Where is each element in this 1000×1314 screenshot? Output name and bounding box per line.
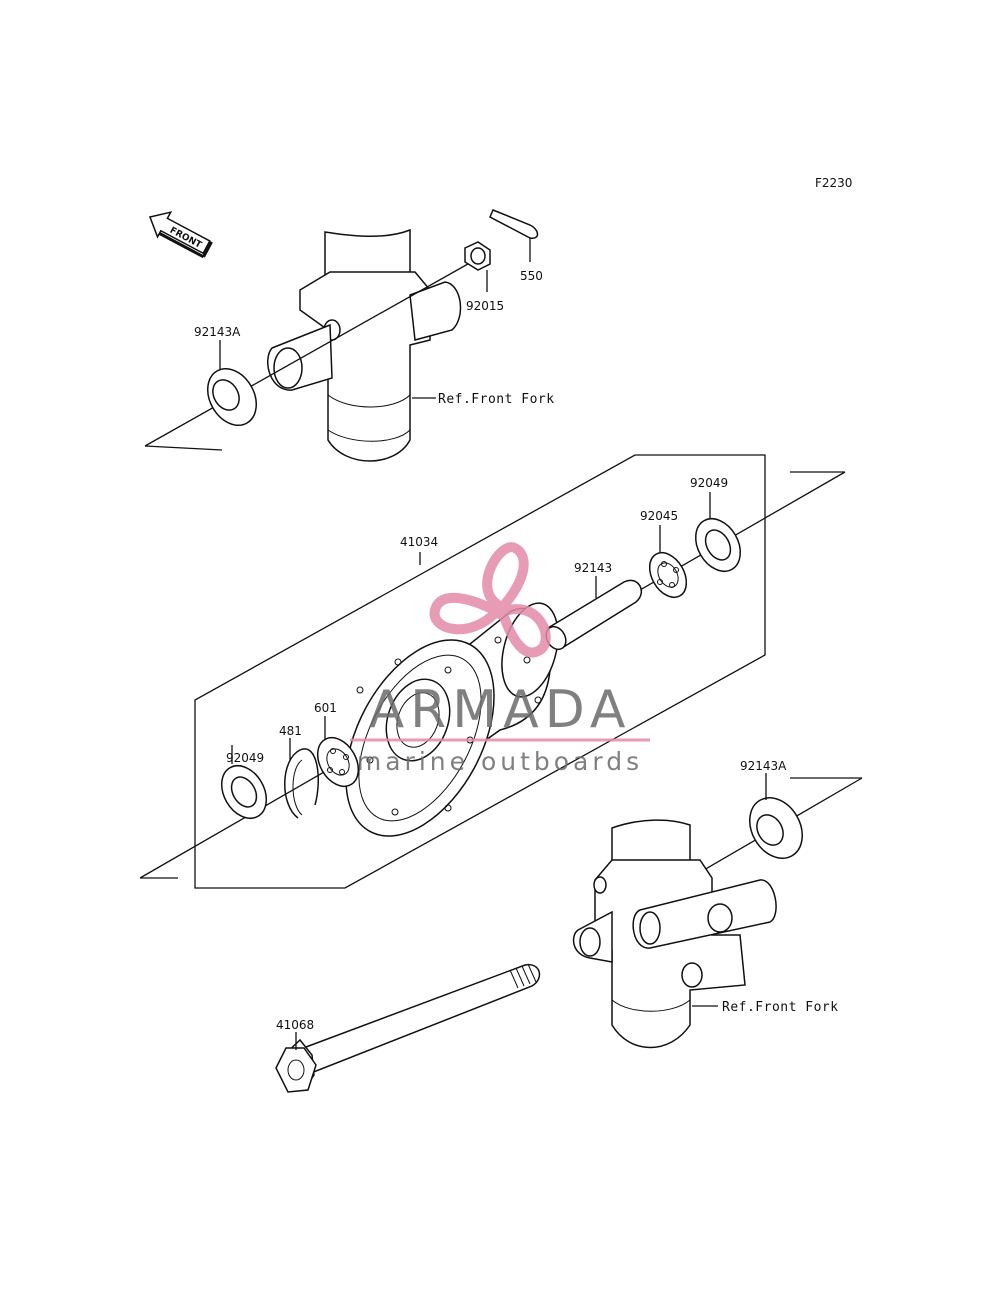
label-92045: 92045 — [640, 509, 678, 523]
ref-front-fork-lower: Ref.Front Fork — [722, 1000, 839, 1015]
label-550: 550 — [520, 269, 543, 283]
watermark-tagline: marine outboards — [357, 747, 643, 776]
label-601: 601 — [314, 701, 337, 715]
collar-92143a-bottom — [749, 797, 803, 859]
bearing-92045 — [648, 551, 688, 599]
oil-seal-92049-right — [694, 518, 742, 572]
armada-watermark-logo: ARMADA marine outboards — [350, 542, 650, 776]
propeller-logo-icon — [429, 542, 551, 658]
label-41034: 41034 — [400, 535, 438, 549]
circlip-481 — [284, 748, 319, 819]
label-92143: 92143 — [574, 561, 612, 575]
label-41068: 41068 — [276, 1018, 314, 1032]
label-92015: 92015 — [466, 299, 504, 313]
lower-fork-leg — [572, 819, 777, 1049]
label-92049-left: 92049 — [226, 751, 264, 765]
figure-code: F2230 — [815, 176, 852, 190]
front-direction-arrow-icon: FRONT — [148, 211, 213, 259]
hub-assembly-bracket — [194, 454, 766, 889]
upper-axle-centerline — [144, 259, 476, 447]
label-92143a-top: 92143A — [194, 325, 241, 339]
axle-bolt-41068 — [275, 963, 541, 1093]
upper-fork-leg — [267, 228, 462, 462]
ref-front-fork-upper: Ref.Front Fork — [438, 392, 555, 407]
collar-92143a-top — [207, 368, 257, 426]
label-92143a-bottom: 92143A — [740, 759, 787, 773]
watermark-brand: ARMADA — [369, 680, 632, 740]
oil-seal-92049-left — [220, 765, 268, 819]
spacer-tube-92143 — [545, 579, 642, 651]
cotter-pin-550 — [489, 209, 539, 239]
label-92049-right: 92049 — [690, 476, 728, 490]
nut-92015 — [464, 241, 491, 271]
label-481: 481 — [279, 724, 302, 738]
bearing-601 — [316, 737, 360, 787]
